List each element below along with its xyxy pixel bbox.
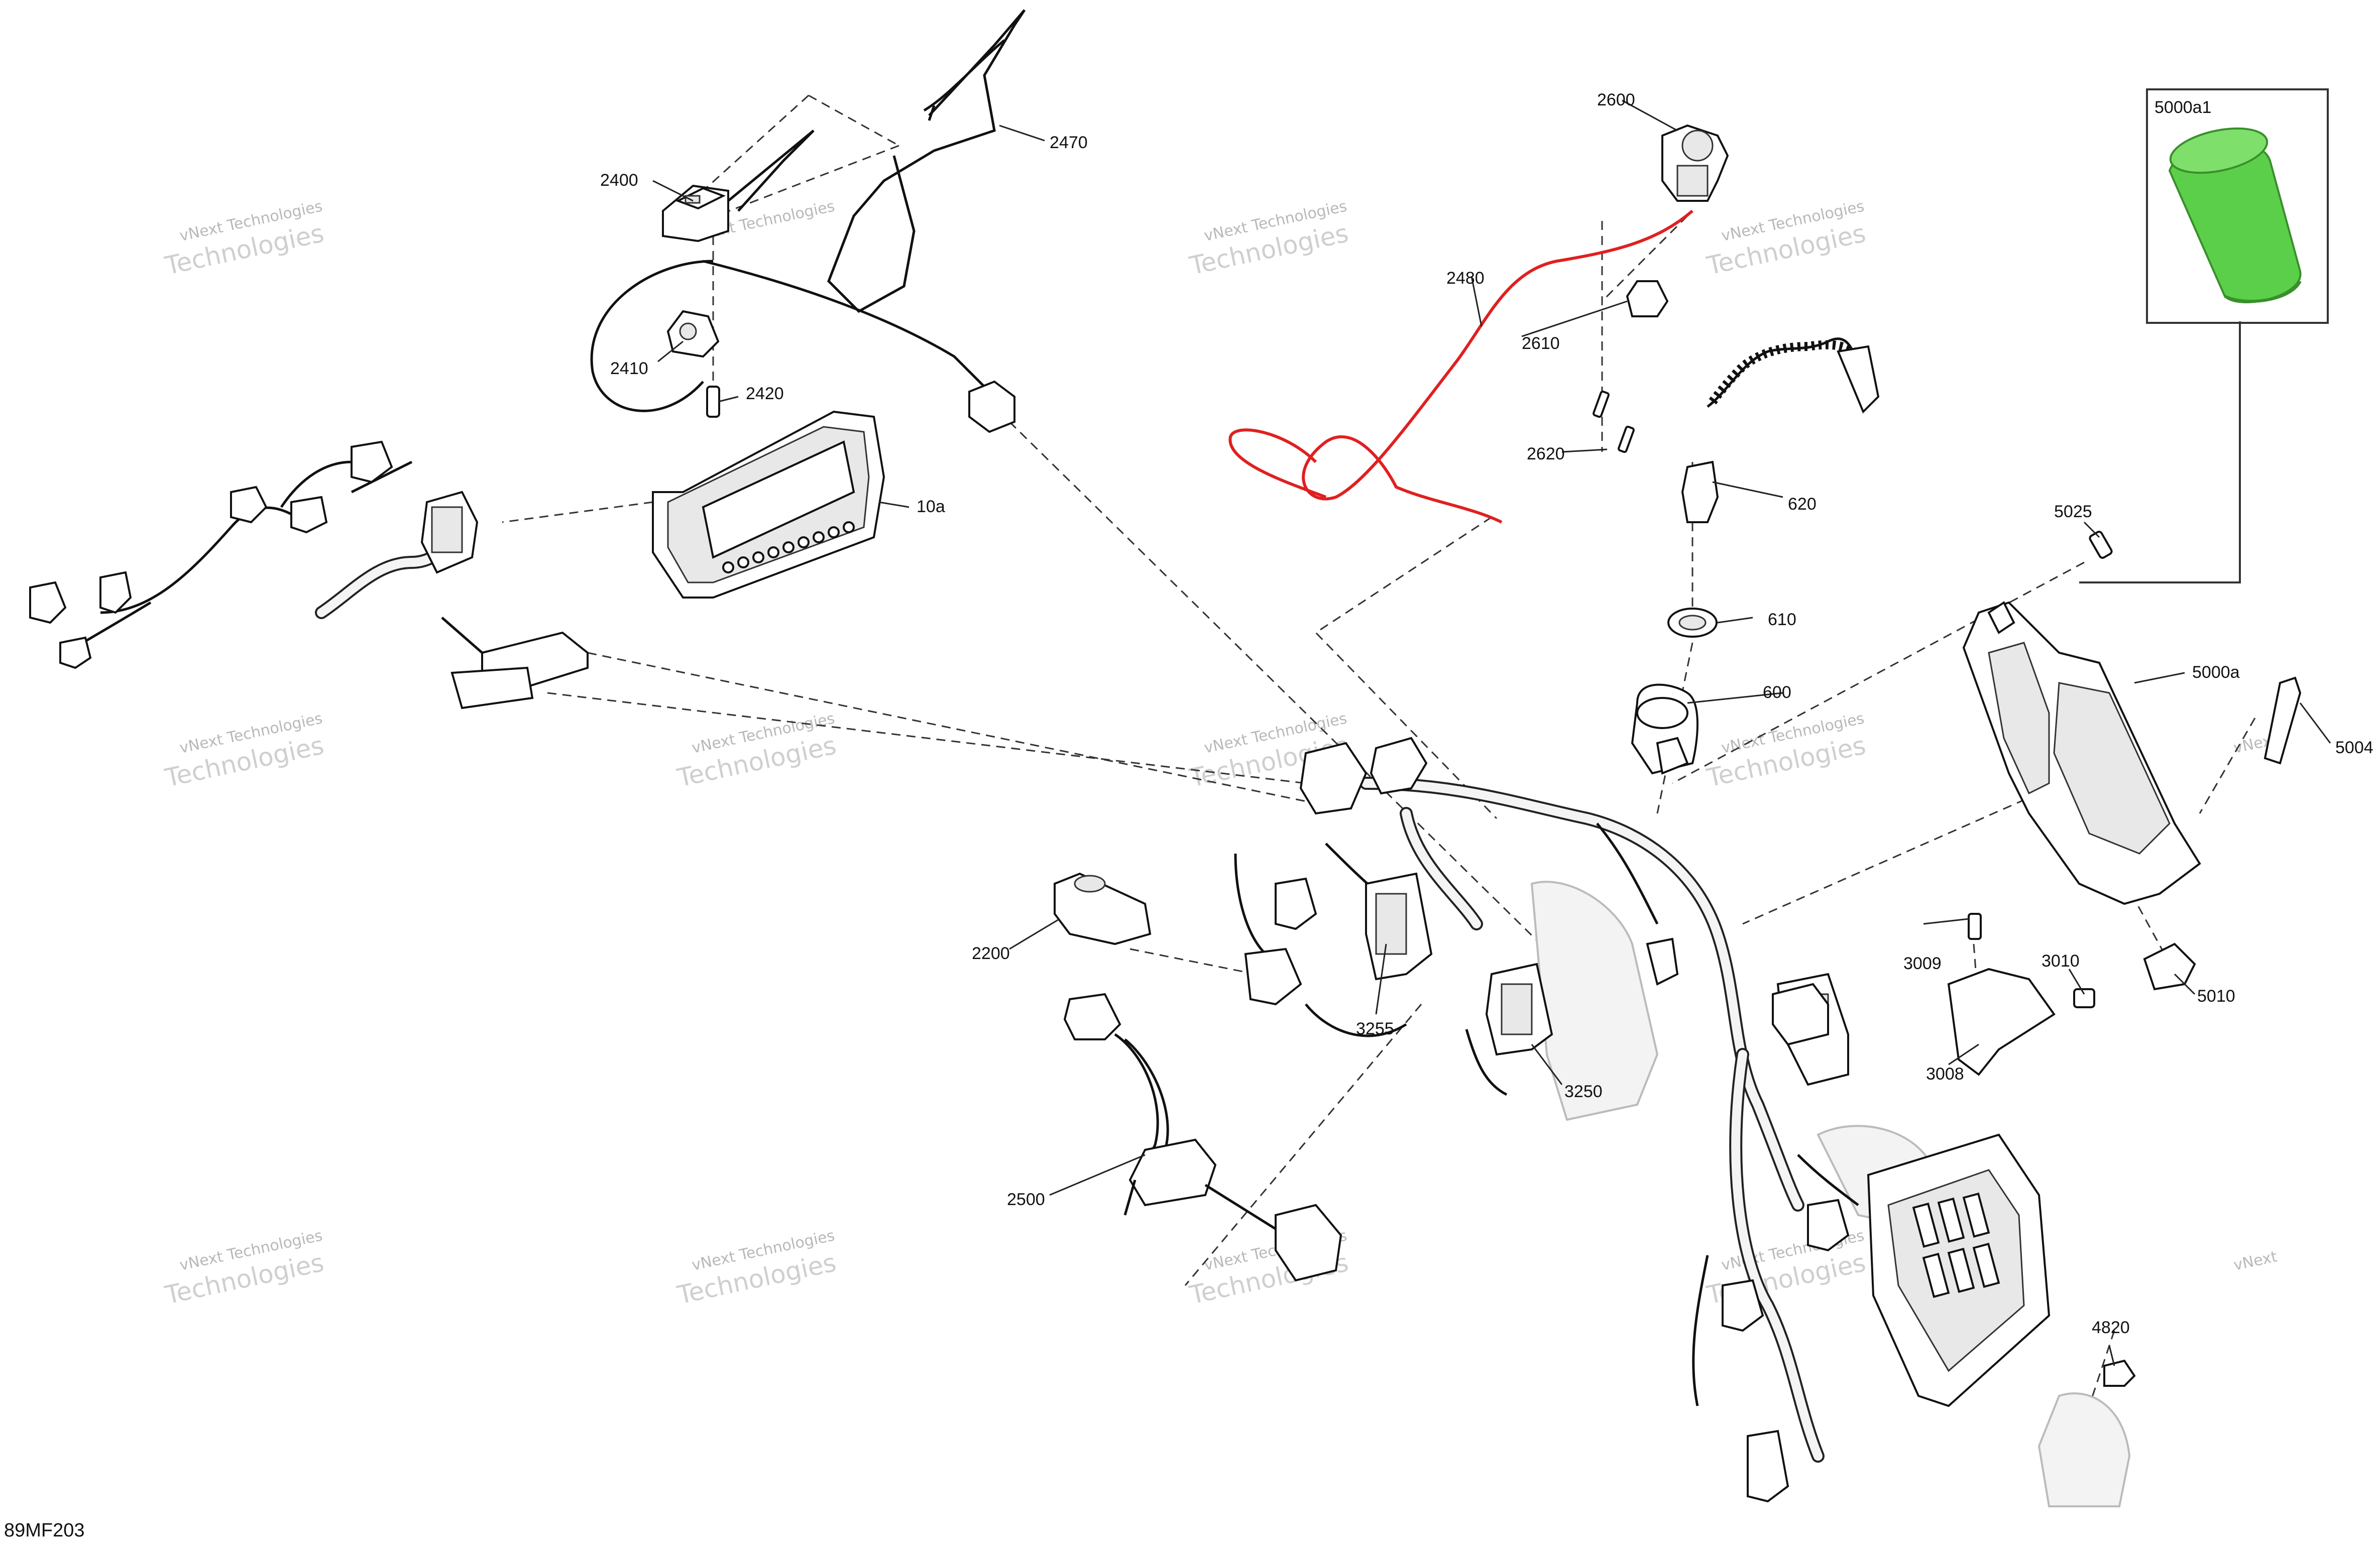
- callout-5000a: 5000a: [2192, 663, 2240, 682]
- callout-4820: 4820: [2092, 1318, 2130, 1337]
- callout-5010: 5010: [2197, 987, 2235, 1006]
- harness-connector[interactable]: [351, 440, 393, 484]
- part-2610-bracket[interactable]: [1626, 280, 1669, 317]
- part-5000a1-box[interactable]: [2079, 88, 2329, 583]
- fuse-box[interactable]: [1867, 1133, 2051, 1407]
- part-610-ring-nut[interactable]: [1667, 608, 1718, 638]
- watermark-layer: vNext Technologies Technologies vNext Te…: [162, 197, 2279, 1310]
- harness-connector[interactable]: [1807, 1199, 1850, 1252]
- watermark: vNext Technologies Technologies: [674, 709, 839, 793]
- part-10a-display[interactable]: [652, 410, 885, 599]
- part-3008-bracket[interactable]: [1947, 968, 2056, 1076]
- watermark: vNext Technologies Technologies: [1704, 197, 1868, 281]
- part-5010-cap[interactable]: [2143, 942, 2196, 991]
- coil-pattern: [1709, 340, 1856, 405]
- harness-connector[interactable]: [1722, 1279, 1764, 1332]
- callout-3250: 3250: [1564, 1082, 1603, 1101]
- part-2620-screw[interactable]: [1593, 390, 1635, 453]
- callout-2480: 2480: [1446, 269, 1485, 288]
- part-2500-harness[interactable]: [1063, 993, 1342, 1282]
- part-2420-screw[interactable]: [706, 386, 720, 418]
- callout-3008: 3008: [1926, 1064, 1964, 1084]
- callout-leader: [2079, 321, 2241, 583]
- part-5000a-module[interactable]: [1962, 601, 2201, 905]
- connector-plug[interactable]: [968, 380, 1015, 433]
- part-620-coiled-lanyard[interactable]: [1681, 337, 1880, 523]
- callout-2420: 2420: [746, 384, 784, 403]
- main-harness-ghost: [1530, 881, 2131, 1507]
- harness-connector[interactable]: [1275, 877, 1317, 930]
- callout-2610: 2610: [1522, 334, 1560, 353]
- harness-connector[interactable]: [1747, 1430, 1789, 1503]
- watermark: vNext: [2232, 1248, 2279, 1274]
- watermark-text: vNext: [2232, 1248, 2279, 1274]
- diagram-code: 89MF203: [4, 1520, 85, 1541]
- callout-2200: 2200: [972, 944, 1010, 963]
- part-5025-bolt[interactable]: [2089, 531, 2113, 559]
- callout-2400: 2400: [600, 171, 638, 190]
- leader-lines: [652, 99, 2331, 1366]
- part-2200-sensor[interactable]: [1054, 872, 1152, 945]
- watermark: vNext Technologies Technologies: [162, 1227, 326, 1310]
- red-wire-path: [1302, 209, 1693, 524]
- callout-3010: 3010: [2042, 952, 2080, 971]
- harness-connector[interactable]: [420, 491, 479, 574]
- callout-2600: 2600: [1597, 90, 1635, 109]
- part-2400-switch[interactable]: [662, 130, 815, 243]
- callout-2410: 2410: [610, 359, 648, 378]
- harness-connector[interactable]: [290, 496, 328, 534]
- part-4820-nut[interactable]: [2103, 1359, 2136, 1387]
- part-2600-connector[interactable]: [1661, 124, 1729, 202]
- part-3010-nut[interactable]: [2073, 988, 2095, 1008]
- harness-connector[interactable]: [1485, 963, 1553, 1056]
- harness-connector[interactable]: [1646, 937, 1679, 986]
- left-harness[interactable]: [29, 440, 589, 709]
- part-3009-screw[interactable]: [1968, 913, 1982, 940]
- ground-block[interactable]: [1772, 983, 1829, 1046]
- display-buttons-row: [722, 521, 855, 573]
- harness-connector[interactable]: [1365, 872, 1433, 981]
- harness-connector[interactable]: [450, 666, 534, 709]
- callout-600: 600: [1763, 683, 1791, 702]
- red-wire-loop: [1228, 428, 1327, 499]
- callout-610: 610: [1768, 610, 1796, 629]
- part-2480-red-wire[interactable]: [1228, 209, 1693, 524]
- part-600-key-switch[interactable]: [1631, 683, 1698, 775]
- callout-2620: 2620: [1527, 444, 1565, 463]
- callout-5025: 5025: [2054, 502, 2092, 521]
- harness-connector[interactable]: [1370, 737, 1428, 795]
- harness-connector[interactable]: [1244, 947, 1302, 1006]
- callout-5000a1: 5000a1: [2155, 98, 2211, 117]
- callout-5004: 5004: [2335, 738, 2373, 757]
- callout-2470: 2470: [1050, 133, 1088, 152]
- part-5004-sensor[interactable]: [2263, 676, 2302, 765]
- wire-2400-to-connector: [590, 260, 985, 412]
- harness-connector[interactable]: [29, 571, 132, 669]
- watermark: vNext Technologies Technologies: [1187, 197, 1351, 281]
- callout-2500: 2500: [1007, 1190, 1045, 1209]
- main-harness[interactable]: [1234, 737, 2051, 1503]
- green-cylinder: [2168, 127, 2302, 303]
- callout-10a: 10a: [917, 497, 945, 516]
- harness-connector[interactable]: [230, 486, 268, 524]
- callout-labels: 2400 2470 2410 2420 10a 2600 2480 2610 2…: [600, 90, 2373, 1337]
- callout-3009: 3009: [1903, 954, 1942, 973]
- watermark: vNext Technologies Technologies: [674, 1227, 839, 1310]
- watermark: vNext Technologies Technologies: [162, 709, 326, 793]
- harness-connector[interactable]: [1299, 742, 1368, 815]
- part-2470-cable[interactable]: [827, 9, 1026, 313]
- callout-620: 620: [1788, 495, 1817, 514]
- watermark: vNext Technologies Technologies: [162, 197, 326, 281]
- part-2410-clip[interactable]: [666, 310, 720, 358]
- callout-3255: 3255: [1356, 1019, 1394, 1038]
